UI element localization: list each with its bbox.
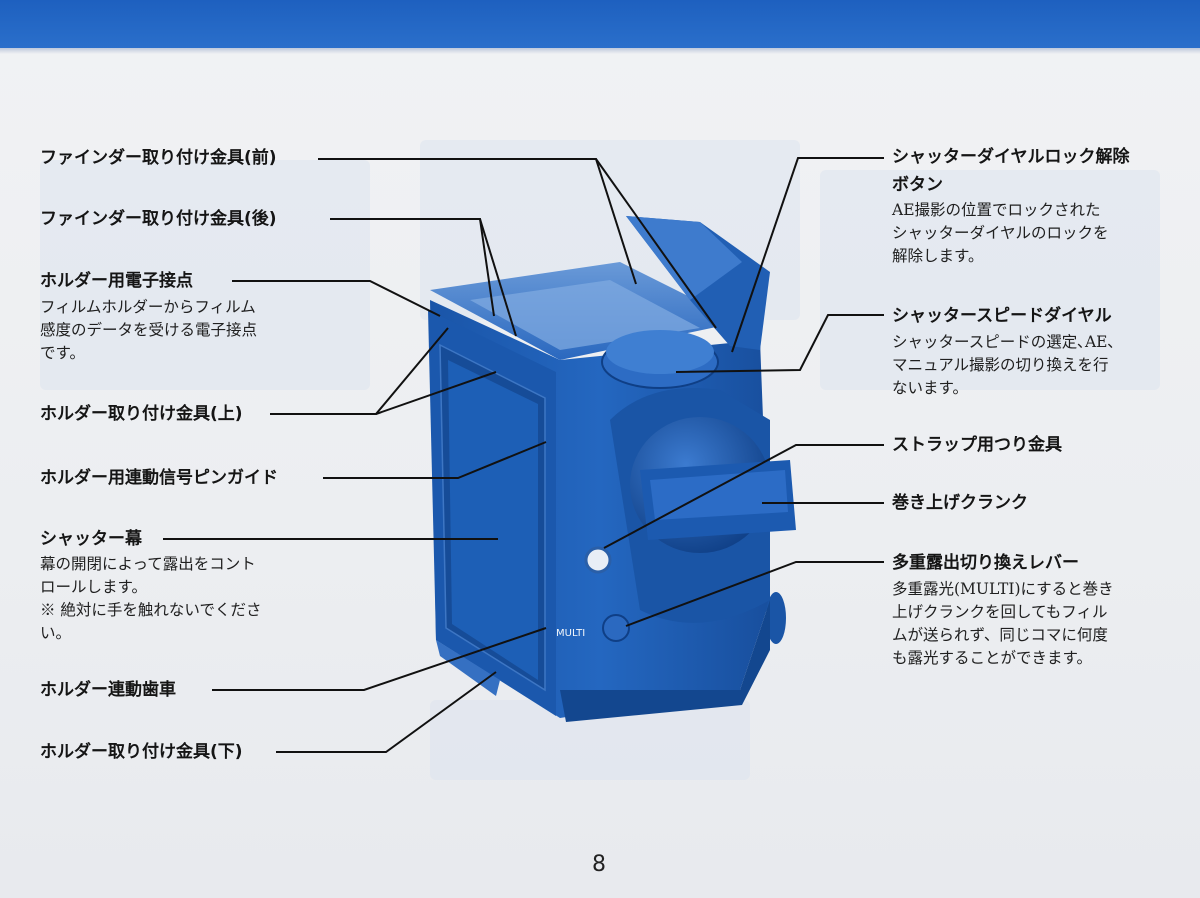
- header-color-band: [0, 0, 1200, 48]
- leader-finder-rear-2: [479, 218, 517, 337]
- page-number: 8: [592, 852, 606, 877]
- label-dial-lock-release: シャッターダイヤルロック解除: [892, 147, 1130, 167]
- desc-shutter-curtain-line3: ※ 絶対に手を触れないでくださ: [40, 601, 262, 619]
- desc-holder-contacts-line3: です。: [40, 344, 85, 362]
- label-finder-mount-rear: ファインダー取り付け金具(後): [40, 209, 277, 229]
- show-through-block: [40, 160, 370, 390]
- camera-body: [428, 216, 796, 722]
- leader-holder-gear: [212, 627, 547, 691]
- label-holder-mount-top: ホルダー取り付け金具(上): [40, 404, 243, 424]
- leader-speed-dial: [675, 314, 884, 373]
- desc-multi-lever-line1: 多重露光(MULTI)にすると巻き: [892, 580, 1114, 598]
- label-holder-contacts: ホルダー用電子接点: [40, 271, 193, 291]
- leader-finder-front-2: [595, 158, 717, 329]
- label-strap-lug: ストラップ用つり金具: [892, 435, 1062, 455]
- desc-shutter-curtain-line4: い。: [40, 624, 72, 642]
- multi-marking: MULTI: [556, 628, 585, 639]
- leader-holder-contacts: [232, 280, 441, 317]
- leader-pin-guide: [323, 441, 547, 479]
- desc-multi-lever-line4: も露光することができます。: [892, 649, 1092, 667]
- label-holder-gear: ホルダー連動歯車: [40, 680, 176, 700]
- leader-lines: [163, 157, 884, 753]
- desc-holder-contacts-line2: 感度のデータを受ける電子接点: [40, 321, 258, 339]
- desc-speed-dial-line2: マニュアル撮影の切り換えを行: [892, 356, 1109, 374]
- leader-holder-mount-top-2: [375, 371, 497, 415]
- desc-dial-lock-line2: シャッターダイヤルのロックを: [892, 224, 1109, 242]
- desc-dial-lock-line3: 解除します。: [892, 247, 984, 265]
- desc-shutter-curtain-line1: 幕の開閉によって露出をコント: [40, 555, 256, 573]
- desc-multi-lever-line2: 上げクランクを回してもフィル: [892, 603, 1108, 621]
- desc-speed-dial-line1: シャッタースピードの選定､AE､: [892, 333, 1116, 351]
- label-shutter-curtain: シャッター幕: [40, 529, 142, 549]
- desc-dial-lock-line1: AE撮影の位置でロックされた: [892, 201, 1101, 219]
- leader-dial-lock: [731, 157, 884, 353]
- label-dial-lock-release-line2: ボタン: [892, 175, 943, 195]
- label-winding-crank: 巻き上げクランク: [892, 493, 1028, 513]
- desc-speed-dial-line3: ないます。: [892, 379, 968, 397]
- label-finder-mount-front: ファインダー取り付け金具(前): [40, 148, 277, 168]
- show-through-block: [820, 170, 1160, 390]
- leader-finder-front: [318, 158, 637, 285]
- leader-strap-lug: [603, 444, 884, 549]
- label-multi-exposure-lever: 多重露出切り換えレバー: [892, 553, 1079, 573]
- desc-holder-contacts-line1: フィルムホルダーからフィルム: [40, 298, 256, 316]
- desc-multi-lever-line3: ムが送られず、同じコマに何度: [892, 626, 1108, 644]
- header-shadow: [0, 48, 1200, 54]
- leader-holder-mount-bottom: [276, 671, 497, 753]
- leader-holder-mount-top: [270, 327, 449, 415]
- leader-multi-lever: [625, 561, 884, 627]
- label-holder-mount-bottom: ホルダー取り付け金具(下): [40, 742, 243, 762]
- label-shutter-speed-dial: シャッタースピードダイヤル: [892, 306, 1112, 326]
- label-holder-pin-guide: ホルダー用連動信号ピンガイド: [40, 468, 278, 488]
- desc-shutter-curtain-line2: ロールします。: [40, 578, 147, 596]
